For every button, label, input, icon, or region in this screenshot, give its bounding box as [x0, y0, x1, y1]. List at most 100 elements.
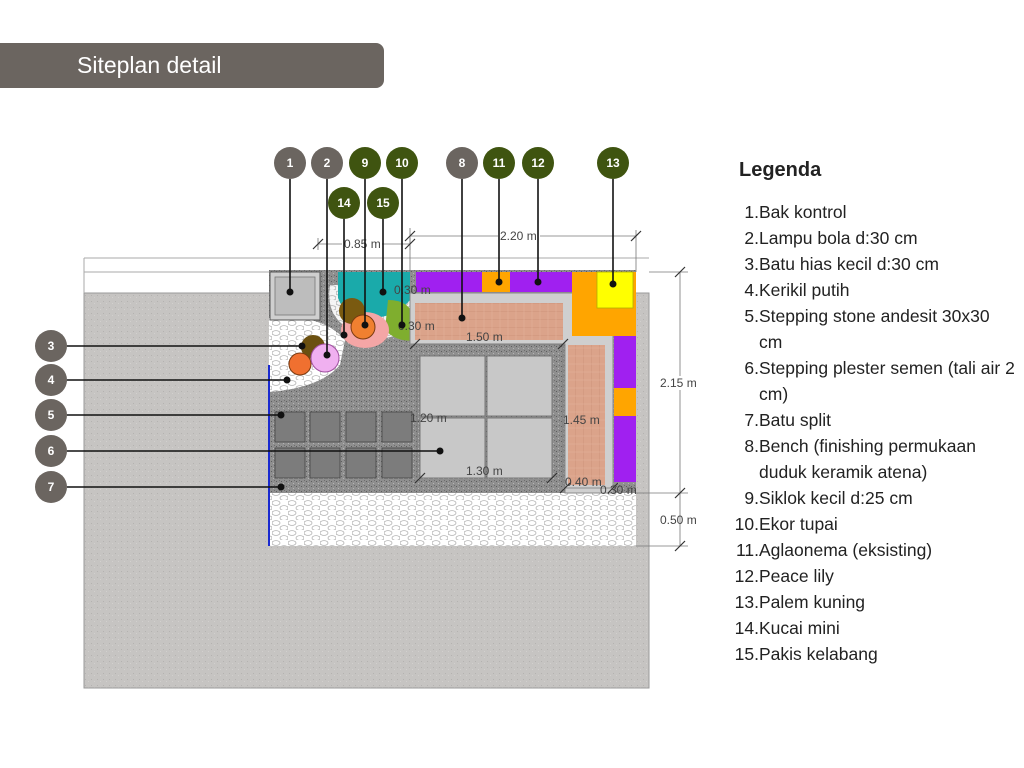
- legend-item-label: Batu split: [759, 410, 831, 430]
- marker-badge: [35, 364, 67, 396]
- marker-label: 11: [493, 156, 506, 170]
- marker-badge: [35, 399, 67, 431]
- legend-item-number: 4.: [744, 280, 759, 300]
- legend-item-label: Pakis kelabang: [759, 644, 878, 664]
- legend-item-label: Bak kontrol: [759, 202, 847, 222]
- bench-seat: [415, 303, 563, 340]
- marker-badge: [367, 187, 399, 219]
- lampu-bola: [310, 343, 340, 373]
- legend-item: 4.Kerikil putih: [732, 277, 1017, 303]
- legend-item: 12.Peace lily: [732, 563, 1017, 589]
- legend-item-number: 13.: [734, 592, 759, 612]
- dim-label: 2.20 m: [500, 229, 537, 243]
- bak-kontrol-lid: [274, 276, 316, 316]
- legend-item-number: 2.: [744, 228, 759, 248]
- marker-badge: [349, 147, 381, 179]
- dim-label: 0.30 m: [394, 283, 431, 297]
- bench-seat: [568, 345, 605, 485]
- marker-badge: [35, 330, 67, 362]
- legend-item-number: 10.: [734, 514, 759, 534]
- legend-item-label: Stepping stone andesit 30x30 cm: [759, 306, 990, 352]
- dim-label: 1.30 m: [466, 464, 503, 478]
- marker-label: 3: [48, 339, 55, 353]
- pebble-strip: [269, 493, 636, 546]
- legend-item: 3.Batu hias kecil d:30 cm: [732, 251, 1017, 277]
- marker-label: 6: [48, 444, 55, 458]
- dim-label: 0.50 m: [660, 513, 697, 527]
- legend-item-number: 6.: [744, 358, 759, 378]
- marker-label: 2: [324, 156, 331, 170]
- legend-title: Legenda: [739, 159, 822, 181]
- marker-label: 14: [337, 196, 351, 210]
- dim-label: 2.15 m: [660, 376, 697, 390]
- peace-lily-planter: [416, 272, 482, 292]
- legend-item: 2.Lampu bola d:30 cm: [732, 225, 1017, 251]
- marker-badge: [274, 147, 306, 179]
- legend-item: 10.Ekor tupai: [732, 511, 1017, 537]
- peace-lily-planter: [614, 416, 636, 482]
- dimension-ticks: [312, 230, 686, 552]
- legend-item-number: 5.: [744, 306, 759, 326]
- legend-item-number: 11.: [735, 540, 759, 560]
- marker-label: 12: [531, 156, 545, 170]
- legend-item: 11.Aglaonema (eksisting): [732, 537, 1017, 563]
- marker-label: 5: [48, 408, 55, 422]
- marker-label: 9: [362, 156, 369, 170]
- marker-badge: [35, 471, 67, 503]
- dim-label: 0.30 m: [398, 319, 435, 333]
- dim-label: 0.85 m: [344, 237, 381, 251]
- legend-item-number: 1.: [744, 202, 759, 222]
- ekor-tupai-plant: [385, 300, 414, 341]
- legend-item-label: Batu hias kecil d:30 cm: [759, 254, 939, 274]
- title-bar: Siteplan detail: [0, 43, 384, 88]
- stepping-stone-group: [274, 411, 413, 479]
- dim-label: 1.20 m: [410, 411, 447, 425]
- legend-item-label: Palem kuning: [759, 592, 866, 612]
- marker-badge: [311, 147, 343, 179]
- legend-item-label: Stepping plester semen (tali air 2 cm): [759, 358, 1015, 404]
- legend-item: 8.Bench (finishing permukaan duduk keram…: [732, 433, 1017, 485]
- dim-label: 0.40 m: [565, 475, 602, 489]
- marker-badge: [328, 187, 360, 219]
- legend-item-number: 3.: [744, 254, 759, 274]
- legend-item-number: 9.: [744, 488, 759, 508]
- legend-item: 15.Pakis kelabang: [732, 641, 1017, 667]
- legend-item-label: Siklok kecil d:25 cm: [759, 488, 913, 508]
- peace-lily-planter: [614, 336, 636, 388]
- legend-item: 6.Stepping plester semen (tali air 2 cm): [732, 355, 1017, 407]
- dim-label: 1.45 m: [563, 413, 600, 427]
- legend-item: 1.Bak kontrol: [732, 199, 1017, 225]
- legend-item-number: 15.: [734, 644, 759, 664]
- dim-label: 1.50 m: [466, 330, 503, 344]
- marker-badge: [597, 147, 629, 179]
- marker-label: 10: [395, 156, 409, 170]
- page-title: Siteplan detail: [77, 52, 222, 78]
- legend-item: 7.Batu split: [732, 407, 1017, 433]
- legend-item-number: 12.: [734, 566, 759, 586]
- marker-label: 1: [287, 156, 294, 170]
- palem-kuning-plant: [596, 271, 634, 309]
- marker-label: 4: [48, 373, 55, 387]
- legend-item-label: Ekor tupai: [759, 514, 838, 534]
- batu-hias-kecil: [288, 352, 312, 376]
- marker-badge: [483, 147, 515, 179]
- legend-item: 9.Siklok kecil d:25 cm: [732, 485, 1017, 511]
- marker-label: 7: [48, 480, 55, 494]
- aglaonema-planter: [614, 388, 636, 416]
- marker-label: 15: [376, 196, 390, 210]
- leader-lines: [67, 179, 614, 488]
- legend-item-number: 8.: [744, 436, 759, 456]
- legend-item-label: Kucai mini: [759, 618, 840, 638]
- dim-label: 0.30 m: [600, 483, 637, 497]
- marker-badge: [35, 435, 67, 467]
- legend-item-label: Bench (finishing permukaan duduk keramik…: [759, 436, 976, 482]
- legend-item: 13.Palem kuning: [732, 589, 1017, 615]
- marker-badge: [522, 147, 554, 179]
- legend-item-number: 14.: [734, 618, 759, 638]
- legend-item-label: Peace lily: [759, 566, 834, 586]
- legend-item: 5.Stepping stone andesit 30x30 cm: [732, 303, 1017, 355]
- marker-label: 13: [606, 156, 620, 170]
- legend-item-label: Kerikil putih: [759, 280, 850, 300]
